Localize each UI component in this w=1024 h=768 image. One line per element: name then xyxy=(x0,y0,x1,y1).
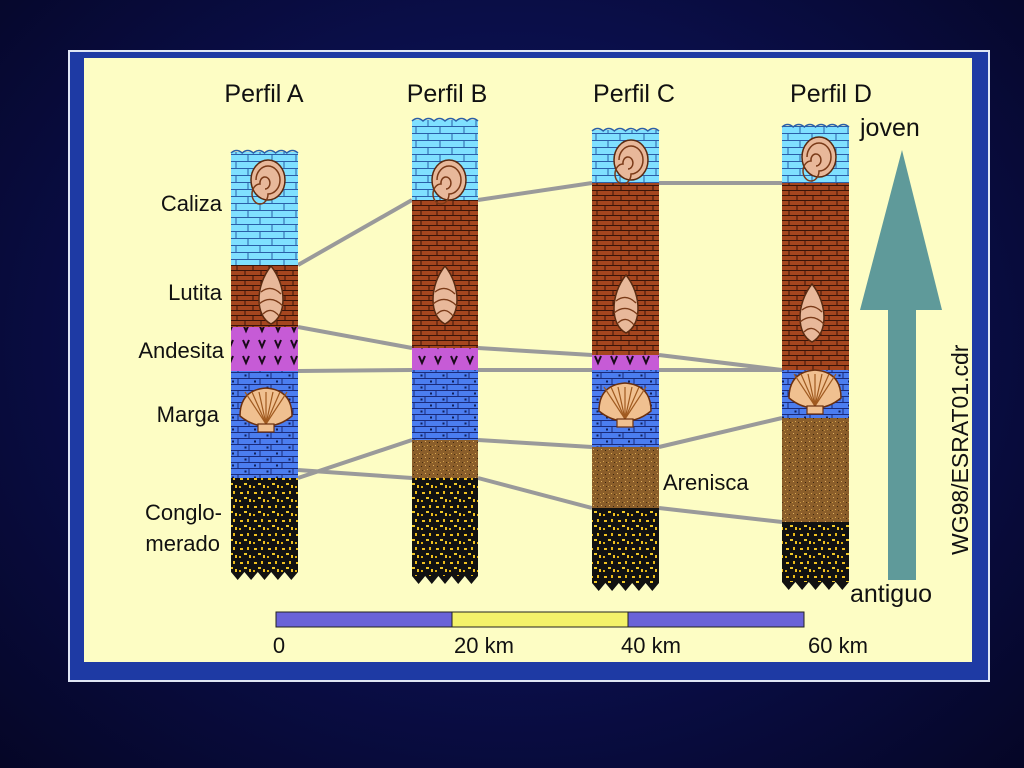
column-b-base xyxy=(412,576,478,584)
column-b-layer-arenisca xyxy=(412,440,478,478)
column-d-water-surface xyxy=(781,123,850,129)
label-lutita: Lutita xyxy=(168,280,223,305)
label-andesita: Andesita xyxy=(138,338,224,363)
correlation-line xyxy=(658,353,783,372)
age-arrow-shape xyxy=(860,150,942,580)
scale-bar xyxy=(275,611,805,628)
label-conglomerado-2: merado xyxy=(145,531,220,556)
shell-fossil-icon xyxy=(598,382,652,428)
column-c xyxy=(591,127,660,591)
scale-segment-1 xyxy=(275,611,453,628)
column-d-layer-lutita xyxy=(782,183,849,370)
scale-tick-40: 40 km xyxy=(621,633,681,658)
label-arenisca: Arenisca xyxy=(663,470,749,495)
correlation-line xyxy=(477,346,593,357)
column-a-water-surface xyxy=(230,149,299,155)
scale-segment-3 xyxy=(627,611,805,628)
scale-tick-0: 0 xyxy=(273,633,285,658)
ammonite-fossil-icon xyxy=(250,159,286,205)
column-a-layer-conglomerado xyxy=(231,478,298,572)
snail-fossil-icon xyxy=(613,273,639,334)
correlation-line xyxy=(658,416,783,449)
column-b-layer-andesita xyxy=(412,348,478,370)
ammonite-fossil-icon xyxy=(431,159,467,205)
scale-tick-20: 20 km xyxy=(454,633,514,658)
column-c-layer-conglomerado xyxy=(592,508,659,583)
snail-fossil-icon xyxy=(432,264,458,325)
stratigraphic-columns xyxy=(230,117,850,591)
column-c-water-surface xyxy=(591,127,660,133)
file-label: WG98/ESRAT01.cdr xyxy=(947,344,973,555)
correlation-line xyxy=(477,438,593,449)
column-d-base xyxy=(782,582,849,590)
column-a-base xyxy=(231,572,298,580)
column-b-layer-conglomerado xyxy=(412,478,478,576)
arrow-label-antiguo: antiguo xyxy=(850,580,932,608)
label-marga: Marga xyxy=(157,402,220,427)
label-conglomerado-1: Conglo- xyxy=(145,500,222,525)
age-arrow xyxy=(860,150,942,580)
scale-tick-60: 60 km xyxy=(808,633,868,658)
correlation-line xyxy=(297,368,413,373)
shell-fossil-icon xyxy=(239,387,293,433)
profile-b-title: Perfil B xyxy=(407,80,488,108)
column-a-layer-andesita xyxy=(231,327,298,371)
column-b xyxy=(411,117,479,584)
column-d-layer-conglomerado xyxy=(782,522,849,582)
correlation-line xyxy=(297,198,413,267)
column-b-water-surface xyxy=(411,117,479,123)
column-b-layer-marga xyxy=(412,370,478,440)
snail-fossil-icon xyxy=(799,282,825,343)
column-c-layer-andesita xyxy=(592,355,659,370)
profile-c-title: Perfil C xyxy=(593,80,675,108)
column-d xyxy=(781,123,850,590)
profile-a-title: Perfil A xyxy=(224,80,304,108)
correlation-line xyxy=(477,476,593,510)
ammonite-fossil-icon xyxy=(801,136,837,182)
correlation-line xyxy=(658,506,783,524)
correlation-line xyxy=(477,181,593,202)
snail-fossil-icon xyxy=(258,264,284,325)
shell-fossil-icon xyxy=(788,369,842,415)
column-c-base xyxy=(592,583,659,591)
correlation-line xyxy=(297,325,413,350)
column-a xyxy=(230,149,299,580)
profile-d-title: Perfil D xyxy=(790,80,872,108)
column-c-layer-arenisca xyxy=(592,447,659,508)
arrow-label-joven: joven xyxy=(859,114,920,142)
scale-segment-2 xyxy=(451,611,629,628)
ammonite-fossil-icon xyxy=(613,139,649,185)
label-caliza: Caliza xyxy=(161,191,223,216)
column-d-layer-arenisca xyxy=(782,418,849,522)
correlation-line xyxy=(297,468,413,480)
correlation-lines xyxy=(297,181,783,524)
